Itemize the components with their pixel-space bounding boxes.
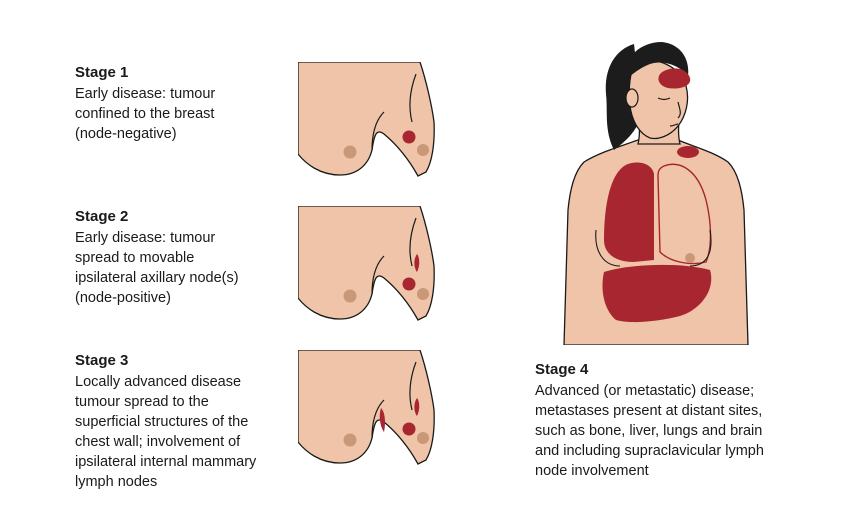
- stage-4-description: Advanced (or metastatic) disease; metast…: [535, 383, 764, 479]
- supraclavicular-node: [677, 146, 699, 158]
- stage-3-title: Stage 3: [75, 352, 129, 369]
- right-areola: [417, 432, 429, 444]
- axillary-node: [414, 398, 420, 416]
- stage-1-description: Early disease: tumour confined to the br…: [75, 86, 216, 142]
- left-areola: [343, 289, 357, 303]
- right-areola: [417, 288, 429, 300]
- internal-mammary-node: [379, 408, 385, 432]
- liver-metastasis: [602, 264, 712, 323]
- left-areola: [343, 433, 357, 447]
- stage-2-breast-illustration: [298, 206, 436, 324]
- stage-3-text: Stage 3 Locally advanced disease tumour …: [75, 351, 256, 492]
- stage-1-title: Stage 1: [75, 64, 129, 81]
- stage-4-body-illustration: [560, 40, 750, 345]
- stage-1-breast-illustration: [298, 62, 436, 180]
- breast-tumour: [402, 130, 416, 144]
- stage-2-title: Stage 2: [75, 208, 129, 225]
- stage-2-text: Stage 2 Early disease: tumour spread to …: [75, 207, 239, 308]
- left-areola: [343, 145, 357, 159]
- breast-tumour: [402, 277, 416, 291]
- lung-outline: [657, 163, 712, 265]
- stage-3-description: Locally advanced disease tumour spread t…: [75, 374, 257, 490]
- stage-3-breast-illustration: [298, 350, 436, 468]
- stage-2-description: Early disease: tumour spread to movable …: [75, 230, 239, 306]
- brain-metastasis: [658, 68, 691, 89]
- stage-1-text: Stage 1 Early disease: tumour confined t…: [75, 63, 215, 144]
- right-areola: [417, 144, 429, 156]
- stage-4-text: Stage 4 Advanced (or metastatic) disease…: [535, 360, 764, 481]
- areola: [685, 253, 695, 263]
- stage-4-title: Stage 4: [535, 361, 589, 378]
- lung-metastasis: [604, 162, 654, 262]
- breast-tumour: [402, 422, 416, 436]
- axillary-node: [414, 254, 420, 272]
